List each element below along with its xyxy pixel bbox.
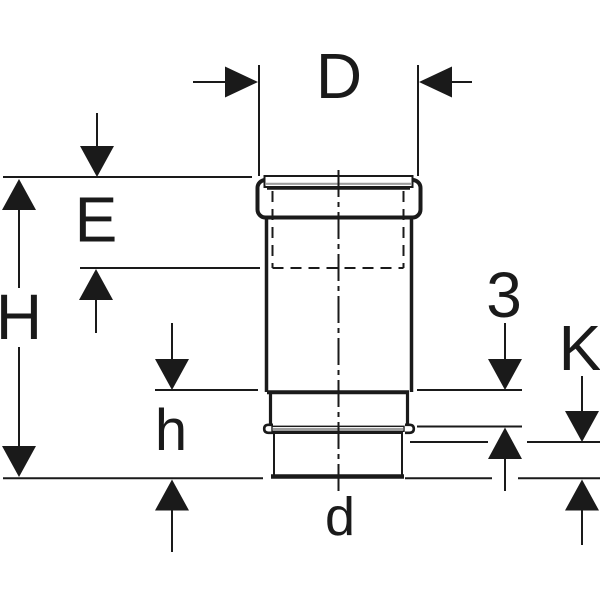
h-arrow-down-head (155, 359, 189, 390)
dimension-H: H (0, 179, 42, 477)
k-arrow-up-head (565, 479, 599, 511)
dimension-label-H: H (0, 281, 42, 353)
d-arrow-left-head (225, 66, 258, 98)
dimension-label-h: h (155, 398, 187, 463)
k-arrow-down-head (565, 411, 599, 442)
h-total-arrow-up-head (2, 179, 36, 210)
h-arrow-up-head (155, 479, 189, 511)
dimension-label-K: K (559, 312, 600, 384)
dimension-h: h (155, 323, 258, 552)
sealing-bead-right (405, 423, 416, 435)
e-arrow-up-head (79, 269, 113, 300)
dim3-arrow-down-head (488, 359, 522, 390)
dimension-label-3: 3 (486, 259, 522, 331)
dimension-3: 3 (417, 259, 522, 491)
sealing-bead-left (262, 423, 273, 435)
dimension-label-E: E (75, 184, 118, 256)
h-total-arrow-down-head (2, 446, 36, 477)
d-arrow-right-head (419, 66, 452, 98)
dimension-label-D: D (316, 40, 362, 112)
dimension-d-small: d (325, 487, 355, 547)
e-arrow-down-head (80, 146, 114, 177)
dimension-label-d: d (325, 487, 355, 547)
dimension-E: E (3, 113, 260, 333)
pipe-fitting (255, 170, 423, 494)
dim3-arrow-up-head (488, 427, 522, 459)
dimension-K: K (410, 312, 600, 545)
dimension-D: D (193, 40, 472, 176)
